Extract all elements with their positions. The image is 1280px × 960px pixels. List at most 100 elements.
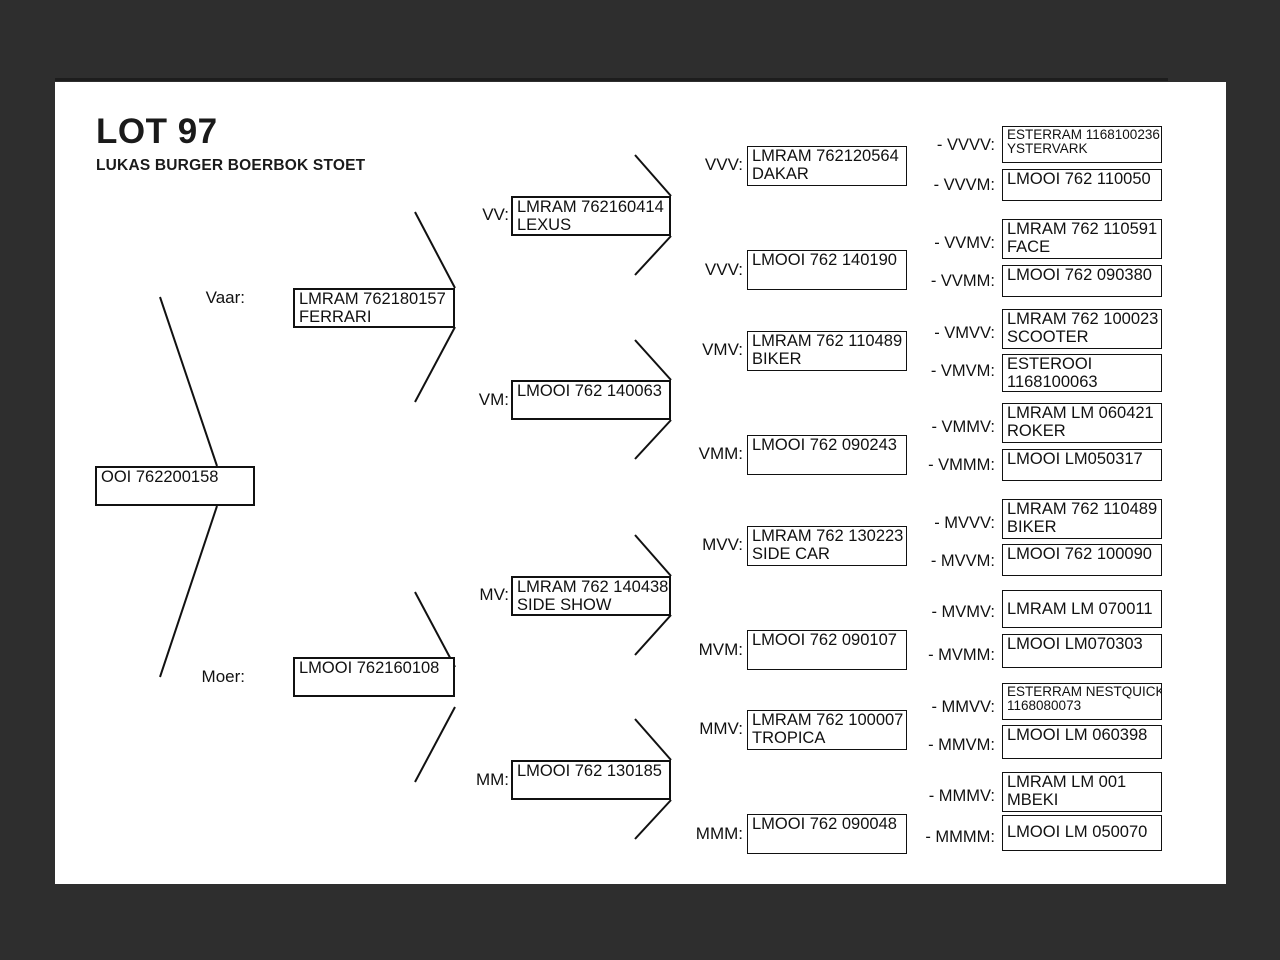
node-line: LMOOI 762 100090 [1007,545,1152,563]
header-rule [55,78,1168,81]
node-line: LMRAM 762160414 [517,198,664,216]
node-line: BIKER [752,349,802,368]
node-line: LEXUS [517,215,572,234]
node-line: LMRAM LM 001 [1007,773,1127,791]
node-line: LMOOI 762 140063 [517,382,662,400]
node-line: FACE [1007,237,1051,256]
pedigree-label-mm: MM: [475,770,509,789]
pedigree-node-mmvv[interactable]: ESTERRAM NESTQUICK 1168080073 [1002,683,1162,720]
pedigree-label-mmvm: - MMVM: [928,736,995,754]
node-line: BIKER [1007,517,1057,536]
node-line: TROPICA [752,728,826,747]
pedigree-label-mv: MV: [479,585,509,604]
pedigree-label-vv: VV: [482,205,509,224]
pedigree-node-mm[interactable]: LMOOI 762 130185 [511,760,671,800]
pedigree-label-mmmv: - MMMV: [928,787,995,805]
pedigree-node-mvvv[interactable]: LMRAM 762 110489 BIKER [1002,499,1162,539]
pedigree-label-vvvv: - VVVV: [936,136,995,154]
pedigree-label-mmmm: - MMMM: [925,828,995,846]
pedigree-node-mmm[interactable]: LMOOI 762 090048 [747,814,907,854]
pedigree-label-vaar: Vaar: [205,288,245,307]
node-line: LMRAM LM 060421 [1007,404,1154,422]
pedigree-sheet: LOT 97 LUKAS BURGER BOERBOK STOET [55,82,1226,884]
node-line: LMRAM 762 110489 [1007,500,1158,518]
pedigree-node-vaar[interactable]: LMRAM 762180157 FERRARI [293,288,455,328]
pedigree-node-mvv[interactable]: LMRAM 762 130223 SIDE CAR [747,526,907,566]
node-line: LMRAM 762 140438 [517,578,669,596]
pedigree-node-moer[interactable]: LMOOI 762160108 [293,657,455,697]
pedigree-node-mvvm[interactable]: LMOOI 762 100090 [1002,544,1162,576]
node-line: SIDE CAR [752,544,830,563]
pedigree-label-moer: Moer: [201,667,245,686]
node-line: DAKAR [752,164,809,183]
node-line: LMRAM 762 130223 [752,527,904,545]
node-line: LMRAM 762 100023 [1007,310,1159,328]
node-line: LMRAM 762120564 [752,147,899,165]
pedigree-node-mvm[interactable]: LMOOI 762 090107 [747,630,907,670]
page-title: LOT 97 [96,112,218,151]
pedigree-node-subject[interactable]: OOI 762200158 [95,466,255,506]
pedigree-node-vmmv[interactable]: LMRAM LM 060421 ROKER [1002,403,1162,443]
pedigree-label-mvvm: - MVVM: [930,552,995,570]
pedigree-node-vvmv[interactable]: LMRAM 762 110591 FACE [1002,219,1162,259]
node-line: LMOOI 762160108 [299,659,440,677]
node-line: LMOOI 762 110050 [1007,170,1151,188]
pedigree-node-mv[interactable]: LMRAM 762 140438 SIDE SHOW [511,576,671,616]
pedigree-node-vvmm[interactable]: LMOOI 762 090380 [1002,265,1162,297]
pedigree-node-vmvm[interactable]: ESTEROOI 1168100063 [1002,354,1162,392]
node-line: FERRARI [299,307,372,326]
pedigree-label-mvmv: - MVMV: [931,603,995,621]
node-line: LMRAM 762 100007 [752,711,904,729]
node-line: LMOOI 762 130185 [517,762,662,780]
pedigree-label-mmv: MMV: [699,719,743,738]
pedigree-node-mmv[interactable]: LMRAM 762 100007 TROPICA [747,710,907,750]
node-line: SIDE SHOW [517,595,612,614]
node-line: 1168080073 [1007,698,1082,714]
pedigree-node-vmm[interactable]: LMOOI 762 090243 [747,435,907,475]
pedigree-node-vv[interactable]: LMRAM 762160414 LEXUS [511,196,671,236]
pedigree-node-mvmm[interactable]: LMOOI LM070303 [1002,634,1162,668]
node-line: LMOOI LM050317 [1007,450,1143,468]
pedigree-label-mvvv: - MVVV: [934,514,995,532]
node-line: ESTEROOI [1007,355,1093,373]
pedigree-label-vm: VM: [478,390,509,409]
pedigree-node-vmvv[interactable]: LMRAM 762 100023 SCOOTER [1002,309,1162,349]
node-line: SCOOTER [1007,327,1089,346]
pedigree-label-mmvv: - MMVV: [931,698,995,716]
pedigree-label-vvmm: - VVMM: [930,272,995,290]
pedigree-label-vvm: VVV: [704,260,743,279]
node-line: ESTERRAM 1168100236 [1007,127,1160,142]
node-line: LMOOI 762 090048 [752,815,897,833]
node-line: ROKER [1007,421,1066,440]
pedigree-node-vvvm[interactable]: LMOOI 762 110050 [1002,169,1162,201]
node-line: LMOOI 762 090243 [752,436,897,454]
node-line: LMOOI 762 090380 [1007,266,1152,284]
node-line: LMRAM 762180157 [299,290,446,308]
pedigree-label-mvv: MVV: [702,535,743,554]
pedigree-node-vmv[interactable]: LMRAM 762 110489 BIKER [747,331,907,371]
node-line: ESTERRAM NESTQUICK [1007,684,1162,699]
node-line: LMOOI LM070303 [1007,635,1143,653]
node-line: LMRAM LM 070011 [1007,600,1153,618]
pedigree-label-vmm: VMM: [698,444,743,463]
pedigree-node-vm[interactable]: LMOOI 762 140063 [511,380,671,420]
pedigree-node-vvvv[interactable]: ESTERRAM 1168100236 YSTERVARK [1002,126,1162,163]
pedigree-label-mvmm: - MVMM: [928,646,995,664]
pedigree-node-mmmm[interactable]: LMOOI LM 050070 [1002,815,1162,851]
pedigree-label-mvm: MVM: [698,640,743,659]
node-line: LMOOI 762 140190 [752,251,897,269]
node-line: LMOOI LM 050070 [1007,823,1148,841]
pedigree-node-vvm[interactable]: LMOOI 762 140190 [747,250,907,290]
pedigree-node-mvmv[interactable]: LMRAM LM 070011 [1002,590,1162,628]
pedigree-node-vvv[interactable]: LMRAM 762120564 DAKAR [747,146,907,186]
pedigree-node-vmmm[interactable]: LMOOI LM050317 [1002,449,1162,481]
pedigree-node-mmmv[interactable]: LMRAM LM 001 MBEKI [1002,772,1162,812]
node-line: LMRAM 762 110591 [1007,220,1158,238]
pedigree-label-vmvm: - VMVM: [930,362,995,380]
pedigree-label-mmm: MMM: [695,824,743,843]
node-line: YSTERVARK [1007,141,1088,157]
node-line: OOI 762200158 [101,468,219,486]
pedigree-label-vmv: VMV: [702,340,743,359]
pedigree-node-mmvm[interactable]: LMOOI LM 060398 [1002,725,1162,759]
